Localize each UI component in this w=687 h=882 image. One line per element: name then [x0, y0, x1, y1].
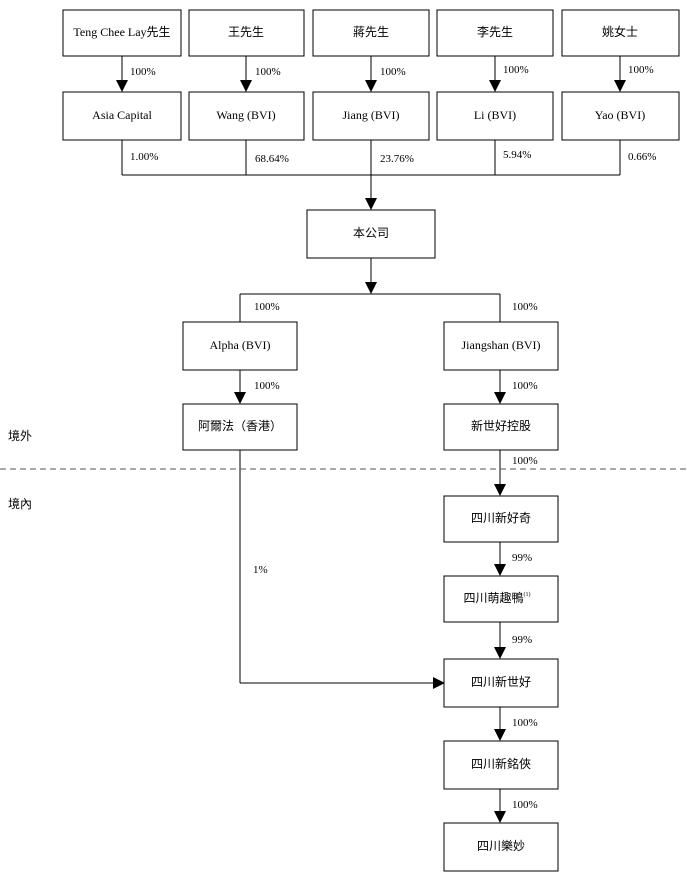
vehicle-asia-capital: Asia Capital	[62, 91, 182, 141]
vehicle-yao-bvi-label: Yao (BVI)	[595, 108, 645, 122]
mengqu-note: (1)	[524, 591, 531, 598]
vehicle-jiang-bvi: Jiang (BVI)	[312, 91, 430, 141]
stake-yao-bvi: 0.66%	[628, 151, 656, 163]
xinshihao-node: 四川新世好	[443, 658, 559, 708]
jiangshan-bvi-node: Jiangshan (BVI)	[443, 321, 559, 371]
vehicle-li-bvi-label: Li (BVI)	[474, 108, 516, 122]
pct-to-alpha: 100%	[254, 301, 280, 313]
vehicle-jiang-bvi-label: Jiang (BVI)	[343, 108, 400, 122]
vehicle-asia-capital-label: Asia Capital	[92, 108, 152, 122]
pct-mengqu-to-xinshihao: 99%	[512, 634, 532, 646]
mengqu-node: 四川萌趣鴨(1)	[443, 575, 559, 623]
region-offshore-label: 境外	[8, 428, 32, 443]
arrow-yao-to-yaobvi	[614, 80, 626, 92]
vehicle-li-bvi: Li (BVI)	[436, 91, 554, 141]
arrow-jiang-to-jiangbvi	[365, 80, 377, 92]
pct-holding-to-xinhaoqi: 100%	[512, 455, 538, 467]
arrow-holding-to-xinhaoqi	[494, 484, 506, 496]
vehicle-wang-bvi: Wang (BVI)	[188, 91, 305, 141]
pct-xinhaoqi-to-mengqu: 99%	[512, 552, 532, 564]
arrow-xinhaoqi-to-mengqu	[494, 564, 506, 576]
stake-wang-bvi: 68.64%	[255, 153, 289, 165]
lemiao-label: 四川樂妙	[477, 838, 525, 853]
xinshihao-label: 四川新世好	[471, 674, 531, 689]
xinhaoqi-label: 四川新好奇	[471, 510, 531, 525]
jiangshan-bvi-label: Jiangshan (BVI)	[462, 338, 541, 352]
owner-teng-chee-lay-label: Teng Chee Lay先生	[73, 25, 170, 39]
owner-yao: 姚女士	[561, 9, 680, 57]
owner-yao-label: 姚女士	[602, 24, 638, 39]
alpha-hk-node: 阿爾法（香港）	[182, 403, 298, 451]
arrow-mengqu-to-xinshihao	[494, 647, 506, 659]
arrow-mingxia-to-lemiao	[494, 811, 506, 823]
owner-teng-chee-lay: Teng Chee Lay先生	[62, 9, 182, 57]
pct-hk-to-xinshihao: 1%	[253, 564, 268, 576]
mengqu-label: 四川萌趣鴨(1)	[463, 590, 530, 605]
pct-xinshihao-to-mingxia: 100%	[512, 717, 538, 729]
region-onshore-label: 境內	[8, 496, 32, 511]
holding-label: 新世好控股	[471, 418, 531, 433]
mengqu-name: 四川萌趣鴨	[463, 590, 523, 605]
arrow-li-to-libvi	[489, 80, 501, 92]
xinhaoqi-node: 四川新好奇	[443, 495, 559, 543]
pct-jiangshan-to-holding: 100%	[512, 380, 538, 392]
arrow-hk-to-xinshihao	[433, 677, 445, 689]
arrow-company-split	[365, 282, 377, 294]
owner-wang: 王先生	[188, 9, 305, 57]
arrow-teng-to-asia	[116, 80, 128, 92]
arrow-xinshihao-to-mingxia	[494, 729, 506, 741]
pct-yao-to-yaobvi: 100%	[628, 64, 654, 76]
arrow-alpha-to-hk	[234, 392, 246, 404]
pct-to-jiangshan: 100%	[512, 301, 538, 313]
owner-jiang: 蔣先生	[312, 9, 430, 57]
alpha-hk-label: 阿爾法（香港）	[198, 419, 282, 433]
stake-li-bvi: 5.94%	[503, 149, 531, 161]
holding-node: 新世好控股	[443, 403, 559, 451]
owner-li: 李先生	[436, 9, 554, 57]
arrow-wang-to-wangbvi	[240, 80, 252, 92]
alpha-bvi-node: Alpha (BVI)	[182, 321, 298, 371]
owner-wang-label: 王先生	[228, 25, 264, 39]
arrow-jiangshan-to-holding	[494, 392, 506, 404]
pct-li-to-libvi: 100%	[503, 64, 529, 76]
pct-mingxia-to-lemiao: 100%	[512, 799, 538, 811]
alpha-bvi-label: Alpha (BVI)	[210, 338, 271, 352]
company-label: 本公司	[353, 226, 389, 240]
lemiao-node: 四川樂妙	[443, 822, 559, 872]
company-node: 本公司	[306, 209, 436, 259]
pct-jiang-to-jiangbvi: 100%	[380, 66, 406, 78]
owner-li-label: 李先生	[477, 24, 513, 39]
stake-jiang-bvi: 23.76%	[380, 153, 414, 165]
mingxia-label: 四川新銘俠	[471, 756, 531, 771]
pct-alpha-to-hk: 100%	[254, 380, 280, 392]
arrow-to-company	[365, 198, 377, 210]
stake-asia-capital: 1.00%	[130, 151, 158, 163]
owner-jiang-label: 蔣先生	[353, 25, 389, 39]
vehicle-yao-bvi: Yao (BVI)	[561, 91, 680, 141]
mingxia-node: 四川新銘俠	[443, 740, 559, 790]
pct-wang-to-wangbvi: 100%	[255, 66, 281, 78]
vehicle-wang-bvi-label: Wang (BVI)	[216, 108, 275, 122]
pct-teng-to-asia: 100%	[130, 66, 156, 78]
